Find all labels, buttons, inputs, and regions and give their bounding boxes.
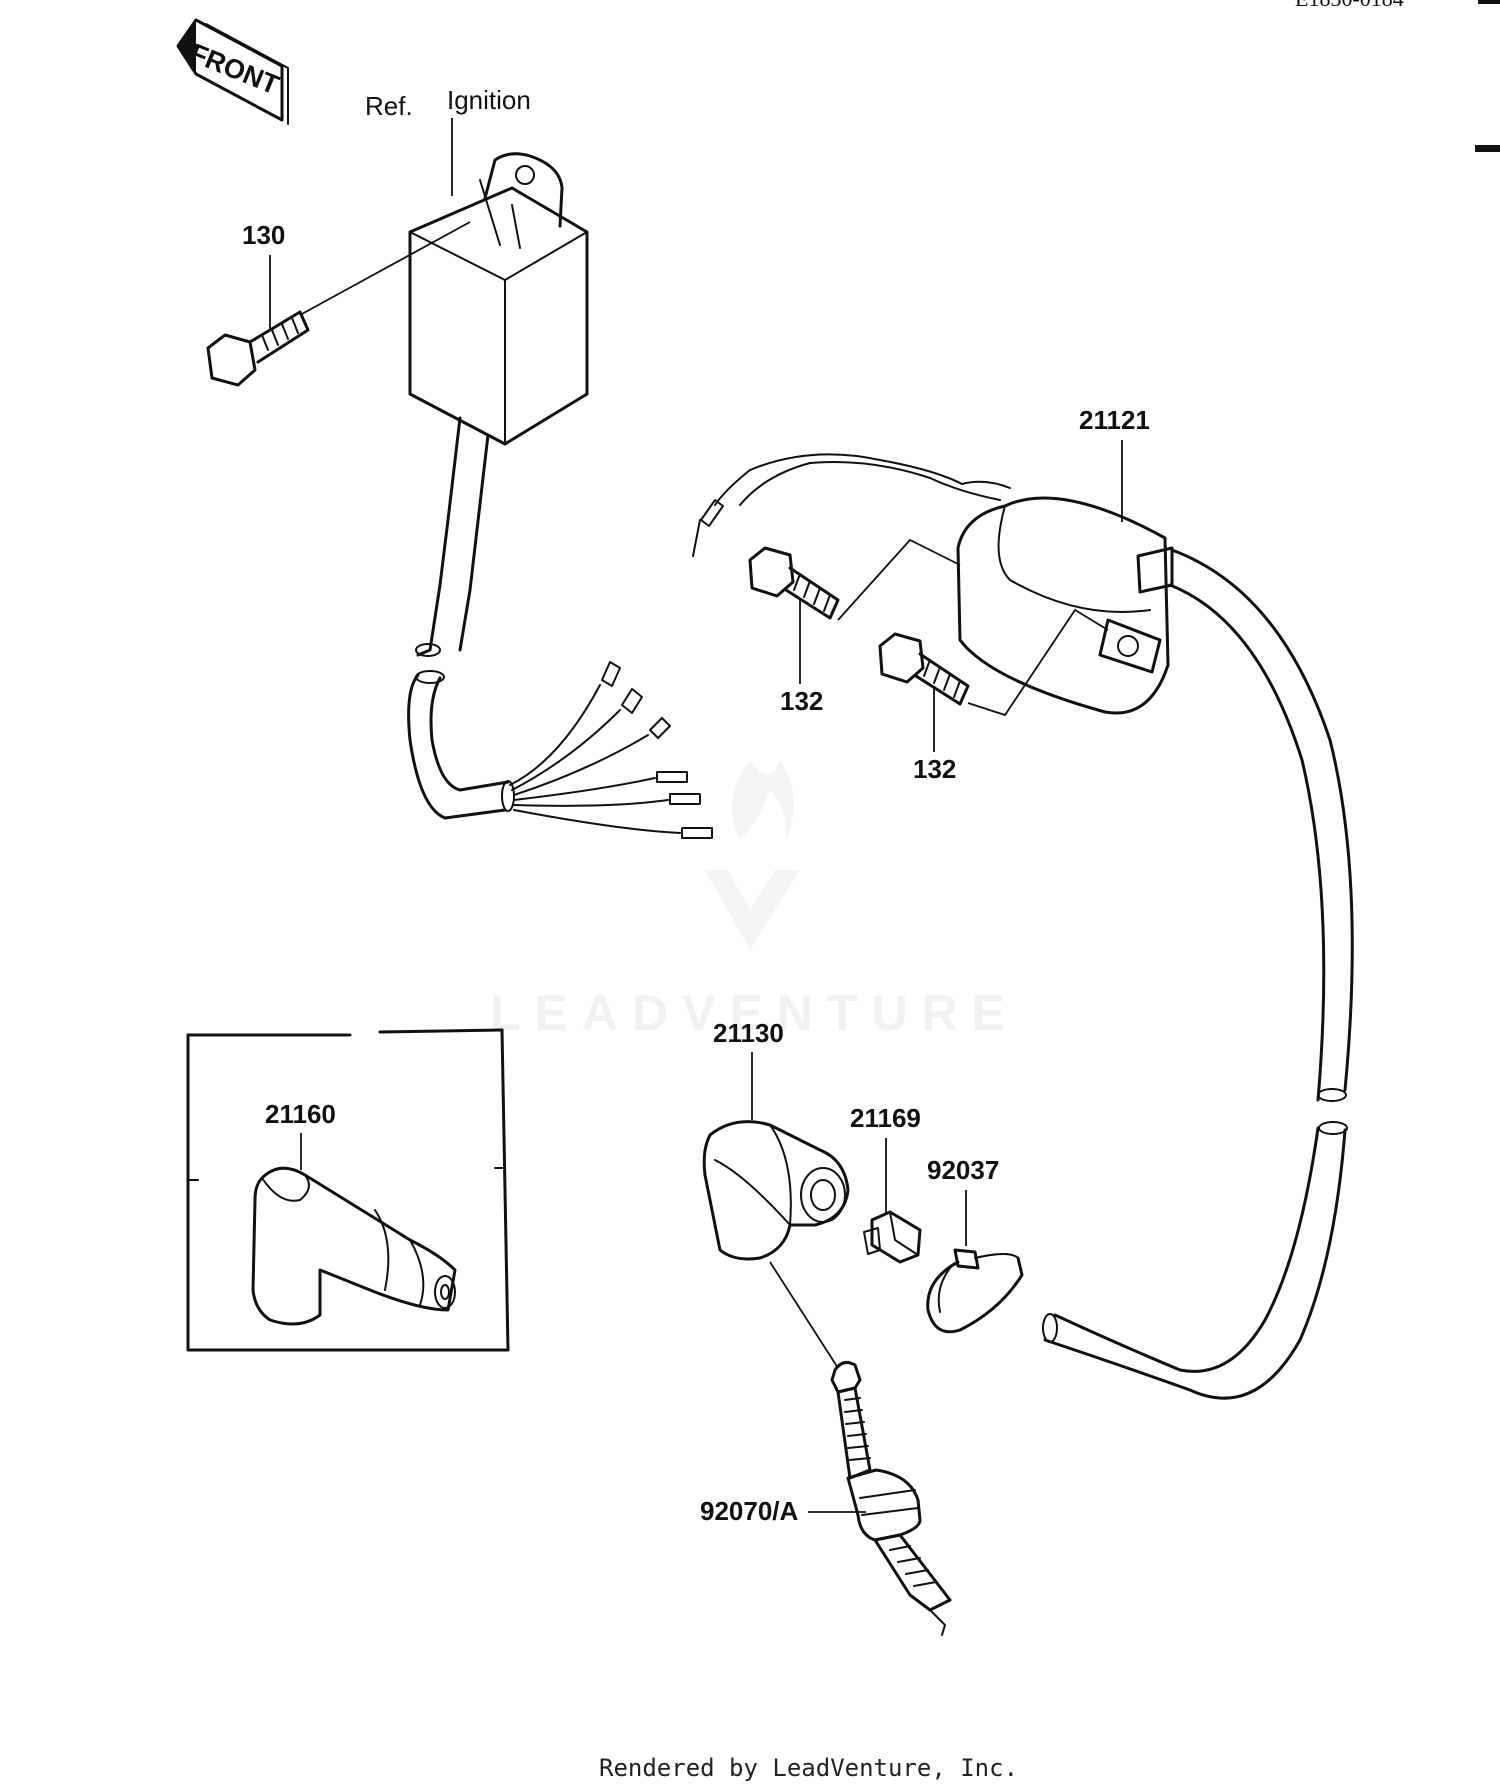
part-label-21160: 21160 xyxy=(265,1099,336,1129)
bolt-132-a-icon xyxy=(748,538,961,621)
corner-mark xyxy=(1478,0,1500,4)
front-arrow: FRONT xyxy=(176,18,289,125)
watermark-logo: LEADVENTURE xyxy=(490,760,1019,1041)
spark-plug-icon xyxy=(830,1360,952,1636)
edge-mark xyxy=(1475,145,1500,152)
wiring-harness xyxy=(407,661,713,839)
part-label-92037: 92037 xyxy=(927,1155,999,1185)
part-label-132-a: 132 xyxy=(780,686,823,716)
spark-plug-cap-21130 xyxy=(702,1120,850,1261)
watermark-text: LEADVENTURE xyxy=(490,985,1019,1041)
ignition-label: Ignition xyxy=(447,85,531,115)
bolt-130-icon xyxy=(206,221,471,387)
front-arrow-label: FRONT xyxy=(186,38,284,101)
part-label-130: 130 xyxy=(242,220,285,250)
high-tension-cord xyxy=(1042,548,1354,1400)
band-92037-icon xyxy=(926,1248,1024,1334)
ignition-coil xyxy=(692,453,1174,715)
part-label-21130: 21130 xyxy=(713,1018,784,1048)
part-label-21121: 21121 xyxy=(1079,405,1150,435)
footer-credit: Rendered by LeadVenture, Inc. xyxy=(599,1754,1018,1782)
spark-plug-cap-21160 xyxy=(251,1166,457,1326)
drawing-code: E1830-0184 xyxy=(1295,0,1404,11)
part-label-92070: 92070/A xyxy=(700,1496,799,1526)
part-label-132-b: 132 xyxy=(913,754,956,784)
inset-box xyxy=(186,1028,510,1352)
clamp-21169-icon xyxy=(863,1210,922,1264)
ref-label: Ref. xyxy=(365,91,413,121)
part-label-21169: 21169 xyxy=(850,1103,921,1133)
ignitor-unit xyxy=(408,152,589,657)
bolt-132-b-icon xyxy=(878,608,1109,717)
